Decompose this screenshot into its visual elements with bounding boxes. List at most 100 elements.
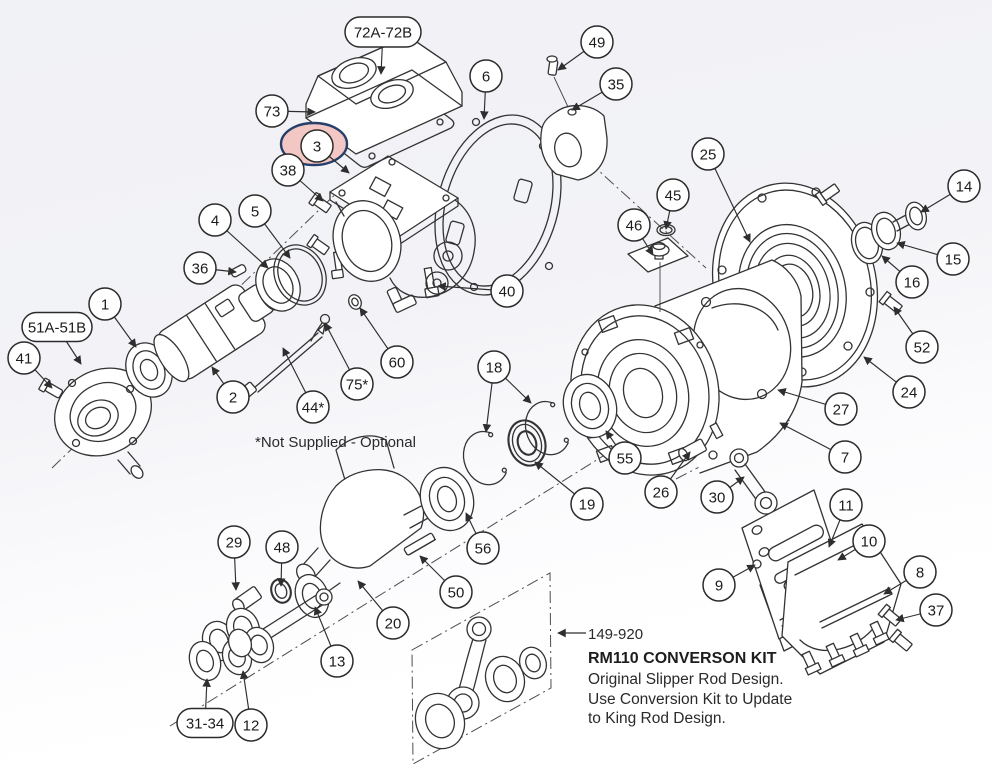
callout-36: 36: [183, 251, 237, 285]
callout-16: 16: [881, 255, 929, 299]
balloon-label: 45: [665, 187, 682, 204]
balloon-shape: [829, 488, 863, 522]
balloon-shape: [580, 25, 614, 59]
balloon-label: 73: [264, 103, 281, 120]
balloon-shape: [198, 203, 232, 237]
balloon-shape: [570, 487, 604, 521]
balloon-shape: [905, 330, 939, 364]
balloon-label: 38: [280, 162, 297, 179]
callout-6: 6: [469, 59, 503, 120]
balloon-label: 19: [579, 496, 596, 513]
balloon-shape: [217, 525, 251, 559]
balloon-shape: [466, 531, 500, 565]
balloon-label: 48: [274, 539, 291, 556]
kit-line-1: Original Slipper Rod Design.: [588, 671, 784, 688]
balloon-label: 36: [192, 260, 209, 277]
balloon-label: 31-34: [186, 715, 224, 732]
balloon-shape: [234, 708, 268, 742]
balloon-shape: [852, 524, 886, 558]
balloon-shape: [936, 242, 970, 276]
balloon-label: 4: [211, 212, 219, 229]
callout-8: 8: [883, 555, 937, 595]
balloon-label: 52: [914, 339, 931, 356]
callout-9: 9: [702, 564, 756, 602]
balloon-label: 51A-51B: [28, 319, 86, 336]
balloon-shape: [702, 568, 736, 602]
part-clamp-35: [540, 55, 608, 181]
balloon-shape: [176, 707, 234, 739]
callout-30: 30: [700, 476, 745, 514]
callout-51A-51B: 51A-51B: [21, 311, 93, 365]
balloon-shape: [828, 440, 862, 474]
balloon-shape: [380, 345, 414, 379]
balloon-label: 50: [448, 584, 465, 601]
callout-48: 48: [265, 530, 299, 587]
bolt-38: [308, 192, 332, 214]
callout-29: 29: [217, 525, 251, 591]
balloon-label: 40: [499, 283, 516, 300]
callout-12: 12: [234, 670, 268, 742]
kit-line-2: Use Conversion Kit to Update: [588, 691, 792, 708]
balloon-label: 20: [385, 615, 402, 632]
part-gasket-6: [434, 114, 562, 296]
screw-52: [878, 290, 903, 314]
callout-11: 11: [827, 488, 863, 548]
balloon-label: 25: [700, 146, 717, 163]
part-snap-ring-18a: [462, 430, 507, 486]
callout-20: 20: [357, 580, 410, 640]
note-not-supplied: *Not Supplied - Optional: [255, 434, 416, 451]
balloon-shape: [271, 153, 305, 187]
balloon-label: 55: [617, 450, 634, 467]
callout-72A-72B: 72A-72B: [344, 16, 422, 75]
callout-46: 46: [617, 208, 654, 256]
balloon-label: 44*: [302, 399, 325, 416]
callout-35: 35: [571, 67, 633, 111]
kit-part-number: 149-920: [588, 626, 643, 643]
balloon-shape: [903, 555, 937, 589]
balloon-shape: [892, 375, 926, 409]
balloon-shape: [477, 350, 511, 384]
part-bearing-housing-3: [329, 155, 476, 298]
balloon-shape: [183, 251, 217, 285]
grease-fitting-46: [648, 241, 670, 260]
callout-52: 52: [893, 306, 939, 364]
balloon-label: 16: [904, 274, 921, 291]
part-crankcase-27: [570, 223, 803, 476]
balloon-label: 8: [916, 564, 924, 581]
callout-14: 14: [920, 169, 981, 213]
loose-bolt: [814, 183, 840, 207]
bolt-41: [38, 377, 64, 399]
balloon-shape: [439, 575, 473, 609]
balloon-shape: [300, 129, 334, 163]
balloon-shape: [608, 441, 642, 475]
balloon-label: 6: [482, 68, 490, 85]
balloon-shape: [947, 169, 981, 203]
part-bearing-56: [419, 466, 475, 532]
balloon-label: 14: [956, 178, 973, 195]
balloon-label: 12: [243, 717, 260, 734]
balloon-shape: [21, 311, 93, 343]
balloon-shape: [617, 208, 651, 242]
balloon-shape: [599, 67, 633, 101]
balloon-shape: [88, 287, 122, 321]
balloon-label: 3: [313, 138, 321, 155]
screw-49: [546, 55, 559, 76]
part-conversion-kit: [411, 572, 552, 765]
callout-24: 24: [863, 356, 926, 409]
callout-41: 41: [7, 341, 53, 389]
part-bearing-55: [562, 373, 618, 439]
callout-5: 5: [238, 194, 291, 259]
balloon-shape: [255, 94, 289, 128]
balloon-shape: [216, 380, 250, 414]
balloon-shape: [265, 530, 299, 564]
balloon-label: 11: [838, 497, 854, 514]
balloon-shape: [490, 274, 524, 308]
conversion-kit-callout: 149-920 RM110 CONVERSON KIT Original Sli…: [557, 626, 792, 727]
part-connecting-rod-30: [729, 448, 778, 515]
balloon-label: 37: [928, 602, 945, 619]
key-50: [403, 532, 437, 556]
part-key-36: [230, 264, 247, 278]
callout-1: 1: [88, 287, 137, 348]
